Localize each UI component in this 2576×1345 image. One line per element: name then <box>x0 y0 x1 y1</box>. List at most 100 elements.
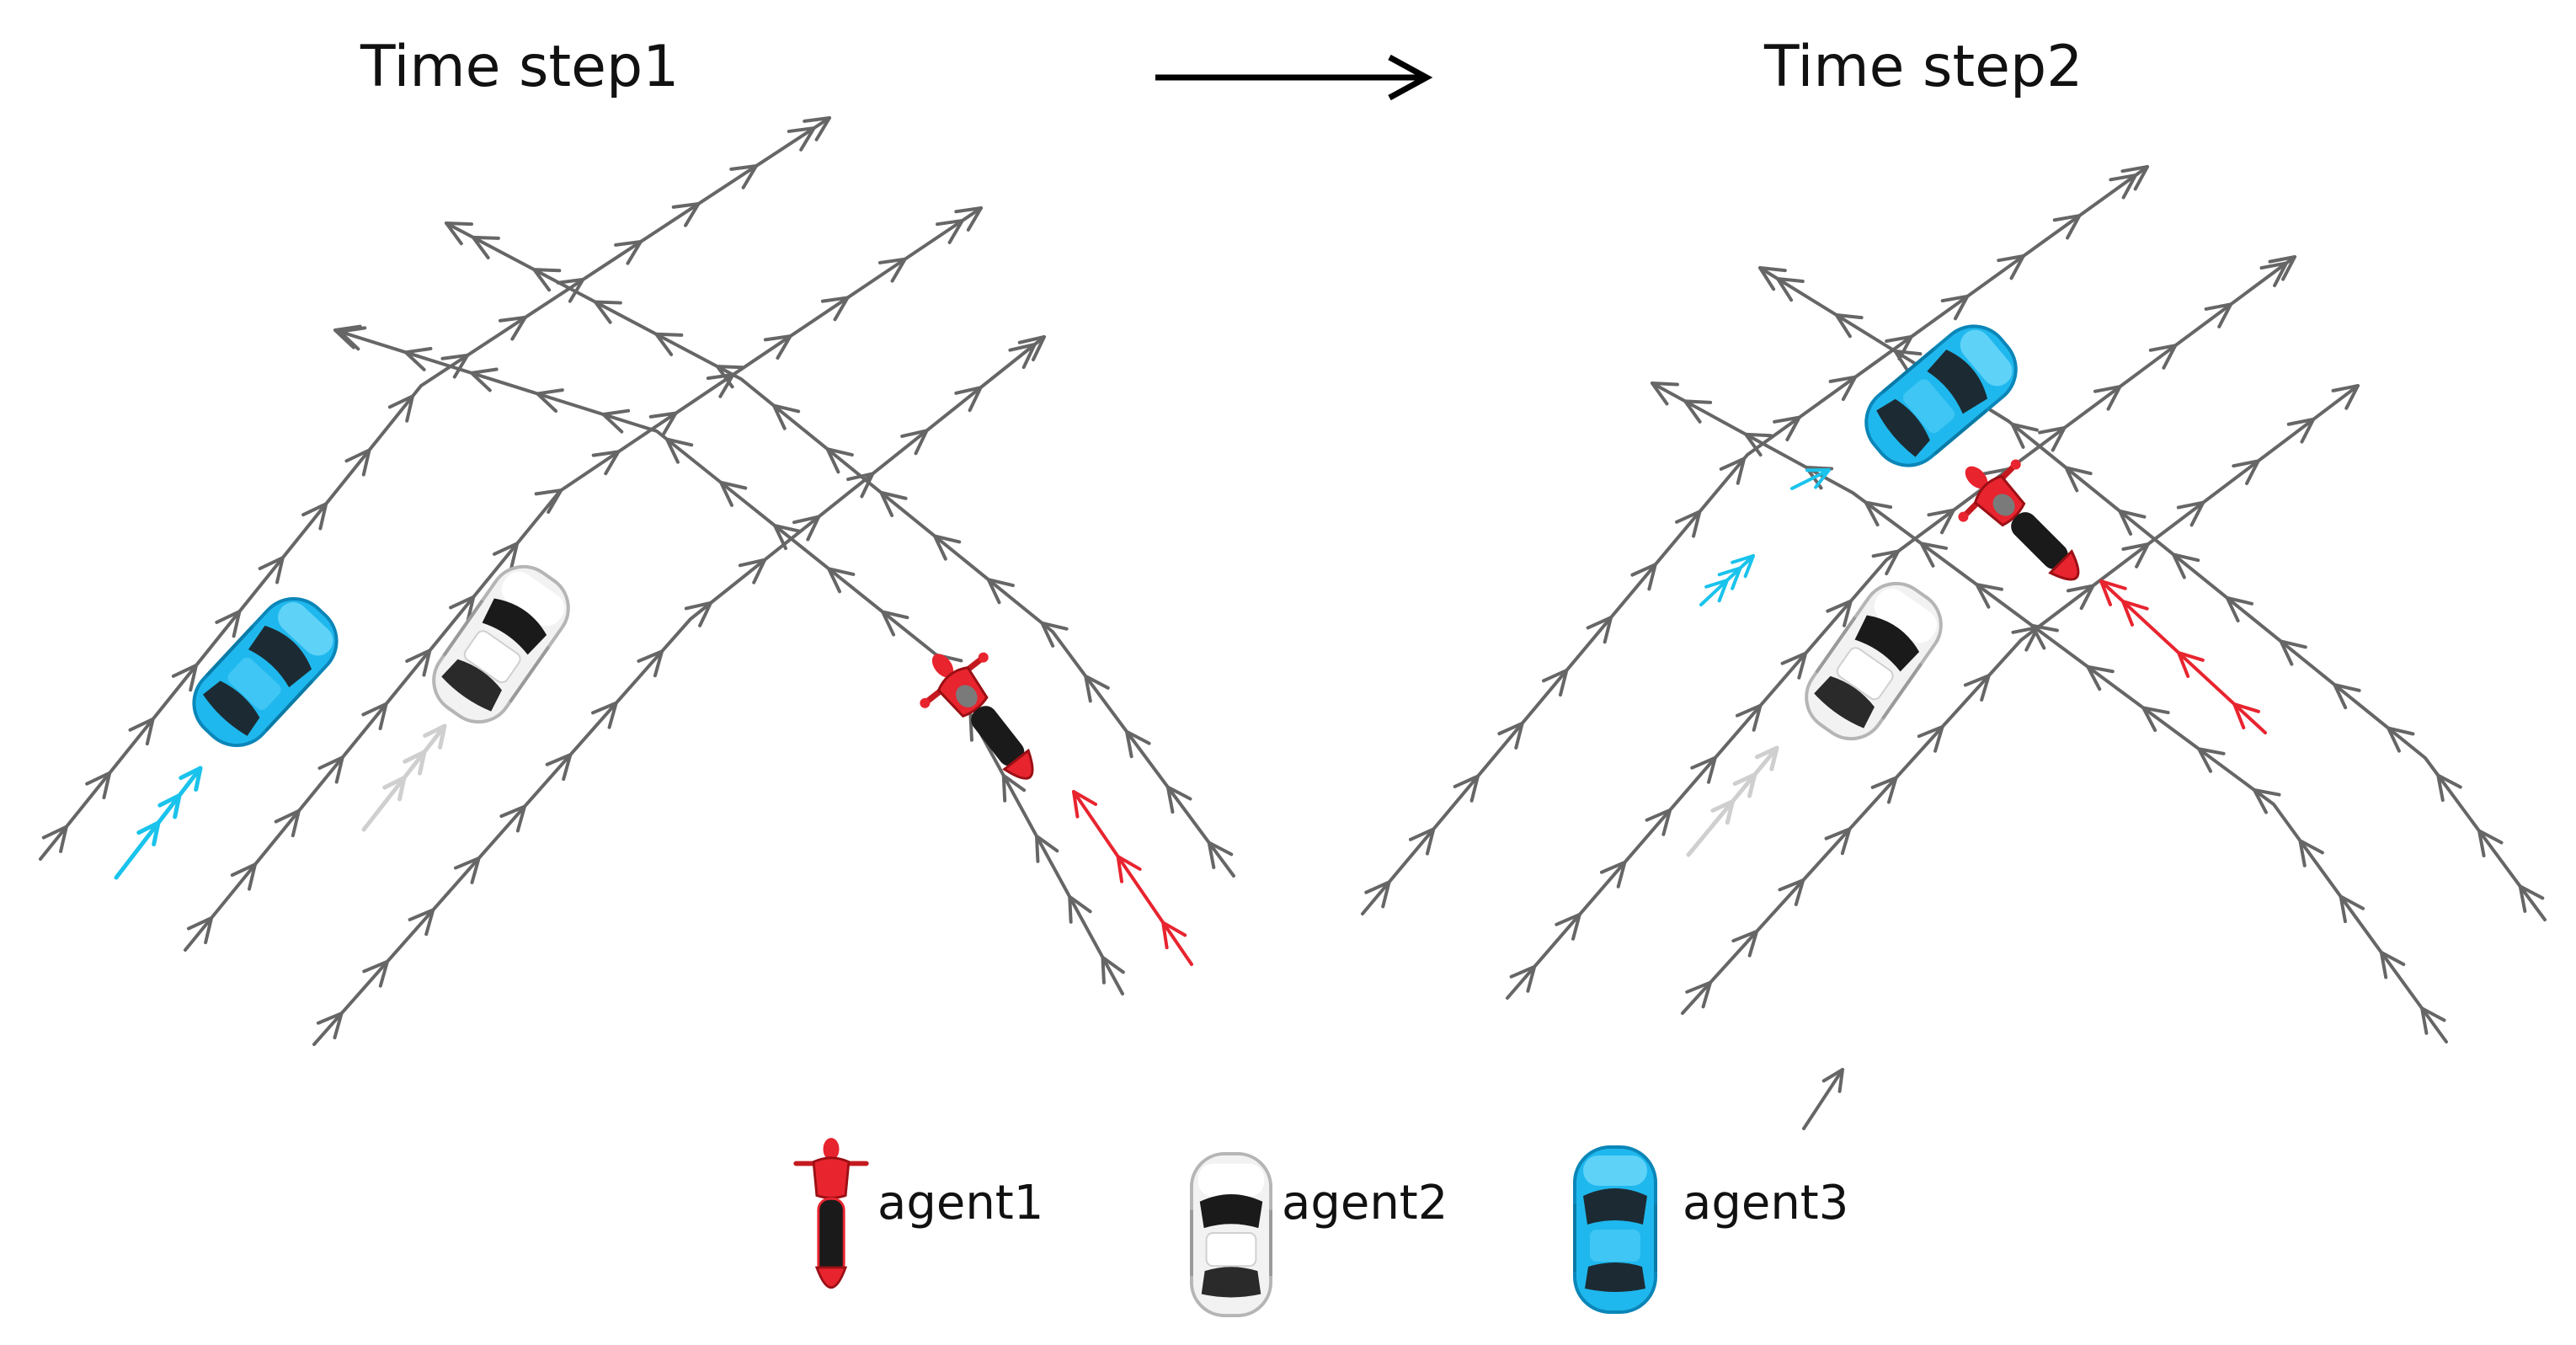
flow-chevron <box>803 116 831 141</box>
flow-chevron <box>1717 566 1742 590</box>
flow-chevron <box>1710 799 1735 825</box>
flow-chevron <box>1919 542 1949 568</box>
flow-chevron <box>41 825 68 853</box>
flow-chevron <box>215 610 242 638</box>
flow-chevron <box>684 600 713 627</box>
flow-chevron <box>445 221 473 246</box>
flow-chevron <box>593 300 622 324</box>
flow-chevron <box>1828 375 1858 402</box>
flow-chevron <box>2259 261 2288 288</box>
flow-chevron <box>1690 755 1717 784</box>
flow-chevron <box>1408 827 1436 856</box>
flow-chevron <box>933 534 962 561</box>
flow-line <box>1802 1068 1844 1130</box>
flow-chevron <box>671 201 701 227</box>
flow-chevron <box>230 862 257 891</box>
white-car-icon <box>1791 568 1956 754</box>
flow-chevron <box>2268 255 2296 281</box>
flow-chevron <box>986 578 1015 605</box>
flow-chevron <box>2333 683 2361 710</box>
flow-chevron <box>2298 839 2324 867</box>
flow-chevron <box>1758 266 1787 291</box>
flow-chevron <box>1821 1068 1844 1093</box>
flow-chevron <box>2232 702 2260 729</box>
flow-chevron <box>471 235 500 259</box>
flow-chevron <box>1542 668 1569 697</box>
flow-chevron <box>1871 549 1901 576</box>
flow-chevron <box>1927 508 1955 535</box>
flow-chevron <box>2141 706 2170 733</box>
flow-chevron <box>382 776 407 802</box>
flow-chevron <box>2038 425 2067 452</box>
flow-chevron <box>1732 772 1757 798</box>
flow-chevron <box>846 472 875 499</box>
flow-chevron <box>591 450 621 476</box>
flow-chevron <box>2120 165 2149 191</box>
flow-chevron <box>499 804 527 833</box>
flow-chevron <box>1963 674 1991 702</box>
flow-chevron <box>136 820 161 846</box>
flow-chevron <box>2109 173 2137 200</box>
flow-chevron <box>1805 468 1831 489</box>
flow-chevron <box>1826 599 1853 627</box>
flow-chevron <box>2387 726 2415 753</box>
flow-chevron <box>1917 724 1944 753</box>
flow-chevron <box>1683 399 1713 424</box>
flow-chevron <box>706 372 735 398</box>
flow-chevron <box>1870 776 1898 804</box>
flow-chevron <box>825 447 854 474</box>
flow-chevron <box>258 556 285 584</box>
flow-chevron <box>405 648 432 677</box>
flow-chevron <box>1165 785 1192 814</box>
flow-chevron <box>1805 466 1834 490</box>
flow-field <box>39 116 2547 1130</box>
flow-chevron <box>879 490 908 518</box>
flow-chevron <box>2121 542 2150 568</box>
flow-line <box>445 221 1235 878</box>
flow-chevron <box>787 126 816 152</box>
flow-chevron <box>1780 651 1808 680</box>
flow-chevron <box>1675 510 1702 538</box>
flow-chevron <box>338 326 367 351</box>
flow-chevron <box>2379 950 2406 979</box>
flow-chevron <box>648 411 678 437</box>
flow-chevron <box>171 663 199 692</box>
flow-chevron <box>1509 964 1537 993</box>
flow-line <box>1361 165 2149 915</box>
flow-chevron <box>1685 980 1713 1009</box>
flow-chevron <box>387 394 414 423</box>
flow-chevron <box>1735 703 1763 732</box>
flow-chevron <box>827 567 856 594</box>
motorcycle-icon <box>901 629 1063 803</box>
flow-chevron <box>1599 860 1627 889</box>
flow-chevron <box>1893 350 1923 375</box>
flow-chevron <box>954 386 983 413</box>
flow-chevron <box>936 218 964 244</box>
flow-chevron <box>1773 415 1801 441</box>
flow-chevron <box>773 524 802 551</box>
flow-chevron <box>2066 584 2095 611</box>
flow-chevron <box>2518 884 2545 913</box>
flow-chevron <box>1630 563 1657 591</box>
flow-chevron <box>1555 912 1581 941</box>
flow-chevron <box>1072 790 1098 819</box>
flow-chevron <box>1731 929 1759 958</box>
flow-chevron <box>85 771 112 799</box>
flow-chevron <box>881 610 909 637</box>
legend-white-car-icon <box>1189 1151 1273 1318</box>
flow-chevron <box>301 502 328 531</box>
flow-chevron <box>317 755 344 784</box>
flow-chevron <box>2086 664 2115 691</box>
flow-line <box>39 116 831 861</box>
flow-chevron <box>601 408 631 434</box>
flow-chevron <box>771 403 801 430</box>
flow-chevron <box>2064 466 2093 493</box>
flow-chevron <box>1754 745 1779 771</box>
flow-chevron <box>1719 456 1747 485</box>
flow-chevron <box>534 488 563 515</box>
flow-chevron <box>2052 214 2082 240</box>
flow-chevron <box>2420 1006 2446 1035</box>
flow-chevron <box>1864 500 1893 527</box>
flow-chevron <box>2093 385 2122 411</box>
flow-chevron <box>1101 955 1125 985</box>
